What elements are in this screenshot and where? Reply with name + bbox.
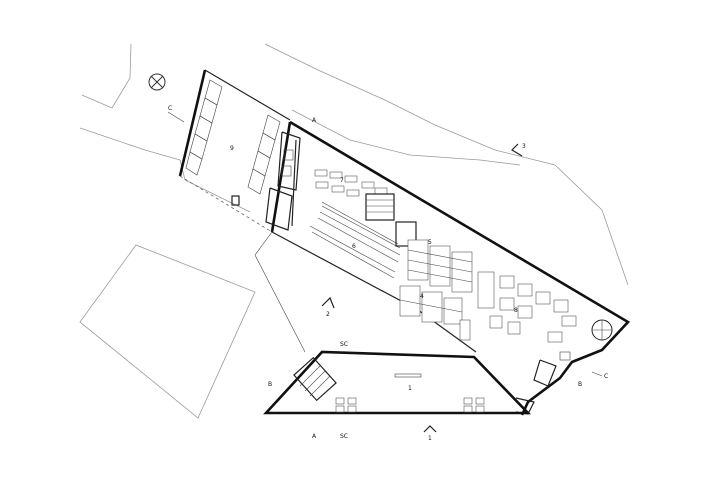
site-boundary-top [264,43,629,286]
exterior-wall-west [270,121,292,233]
interior-wall-west [291,139,297,227]
reading-tables-north [314,169,388,197]
label-b-west: B [268,381,272,388]
label-room-5: 5 [428,239,432,246]
plaza-edge [254,231,306,353]
building-outline [179,120,631,416]
plan-labels: A A C C B B SC SC 1 1 2 3 4 5 6 7 8 9 [168,105,608,442]
label-room-9: 9 [230,145,234,152]
label-room-8: 8 [514,307,518,314]
label-a-bottom: A [312,433,317,440]
label-arrow-1: 1 [428,435,432,442]
label-a-top: A [312,117,317,124]
sports-court [79,244,256,419]
label-sc-top: SC [340,341,348,348]
section-line-c-east [591,371,603,377]
label-room-7: 7 [340,177,344,184]
bench [394,373,422,378]
kiosk [231,195,240,206]
site-boundary-left [81,43,132,109]
section-arrow-2 [321,296,335,309]
parking-area [178,69,291,206]
label-c-east: C [604,373,608,380]
service-core [265,131,301,231]
road-edge-left [79,127,181,161]
parking-wall-top [204,69,291,121]
label-room-6: 6 [352,243,356,250]
section-markers [167,111,603,433]
east-service-rooms [515,351,571,415]
north-arrow-icon [148,73,166,91]
label-arrow-2: 2 [326,311,330,318]
label-room-4: 4 [420,293,424,300]
spiral-stair [591,319,613,341]
road-edge-mid [291,109,521,166]
pavilion [263,350,532,415]
section-arrow-1 [423,425,437,433]
reading-room-east [399,239,473,325]
label-b-east: B [578,381,582,388]
label-arrow-3: 3 [522,143,526,150]
reading-room-far-east [459,271,577,343]
section-line-c-west [167,111,185,123]
stair-block [365,193,417,247]
pavilion-outline [263,350,532,415]
exterior-wall-north [289,120,631,416]
parking-wall-left [178,69,207,177]
parking-stalls [185,79,281,195]
label-sc-bottom: SC [340,433,348,440]
label-room-1: 1 [408,385,412,392]
section-arrow-3 [511,143,523,157]
shelving-rows [309,201,401,279]
label-c-west: C [168,105,172,112]
pavilion-stair [293,356,337,402]
